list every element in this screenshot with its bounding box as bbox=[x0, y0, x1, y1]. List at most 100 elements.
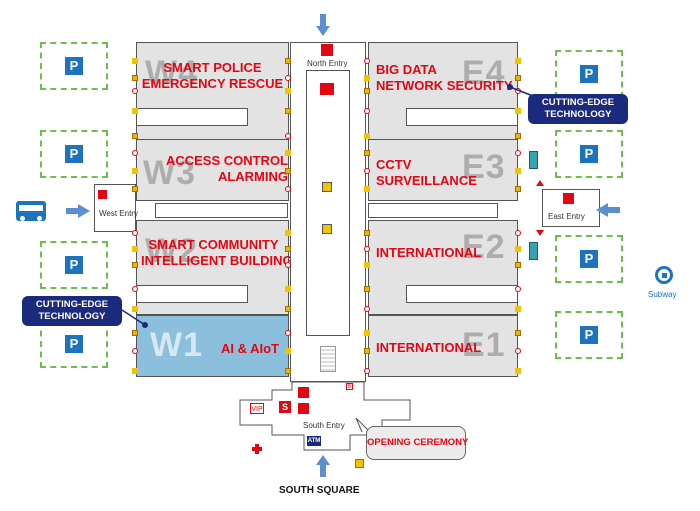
facility-marker-icon bbox=[364, 168, 370, 174]
facility-marker-icon bbox=[515, 262, 521, 268]
east-entry-label: East Entry bbox=[548, 212, 585, 221]
facility-marker-icon bbox=[364, 348, 370, 354]
parking-lot: P bbox=[40, 42, 108, 90]
facility-marker-icon bbox=[132, 330, 138, 336]
facility-marker-icon bbox=[364, 150, 370, 156]
facility-marker-icon bbox=[515, 75, 521, 81]
callout-pointer bbox=[121, 309, 148, 328]
parking-lot: P bbox=[40, 320, 108, 368]
vip-icon: VIP bbox=[250, 403, 264, 414]
subway-icon bbox=[655, 266, 673, 284]
facility-marker-icon bbox=[364, 75, 370, 81]
facility-marker-icon bbox=[132, 368, 138, 374]
facility-marker-icon bbox=[285, 330, 291, 336]
facility-marker-icon bbox=[132, 246, 138, 252]
facility-marker-icon bbox=[132, 108, 138, 114]
parking-lot: P bbox=[555, 130, 623, 178]
facility-marker-icon bbox=[515, 230, 521, 236]
parking-icon: P bbox=[65, 145, 83, 163]
arrow-icon bbox=[316, 455, 330, 477]
hall-w1-name: W1 bbox=[150, 326, 203, 364]
hall-w1 bbox=[136, 315, 289, 377]
triangle-marker-icon bbox=[536, 180, 544, 186]
facility-marker-icon bbox=[285, 150, 291, 156]
west-entry-label: West Entry bbox=[99, 209, 138, 218]
facility-marker-icon bbox=[364, 306, 370, 312]
facility-marker-icon bbox=[285, 246, 291, 252]
facility-marker-icon bbox=[132, 306, 138, 312]
hall-e1-label: INTERNATIONAL bbox=[376, 340, 482, 355]
parking-lot: P bbox=[555, 235, 623, 283]
hall-e1 bbox=[368, 315, 518, 377]
arrow-icon bbox=[596, 203, 620, 217]
facility-marker-icon bbox=[515, 58, 521, 64]
facility-marker-icon bbox=[364, 330, 370, 336]
facility-marker-icon bbox=[132, 88, 138, 94]
facility-marker-icon bbox=[515, 330, 521, 336]
facility-marker-icon bbox=[132, 75, 138, 81]
facility-marker-icon bbox=[132, 348, 138, 354]
hall-cutout bbox=[136, 108, 248, 126]
parking-icon: P bbox=[580, 326, 598, 344]
entry-marker-icon bbox=[97, 189, 108, 200]
facility-marker-icon bbox=[364, 58, 370, 64]
first-aid-icon bbox=[252, 444, 262, 454]
hall-e4-name: E4 bbox=[462, 54, 506, 92]
facility-marker-icon bbox=[285, 58, 291, 64]
hall-e3-name: E3 bbox=[462, 148, 506, 186]
hall-e3 bbox=[368, 139, 518, 201]
facility-marker-icon bbox=[285, 230, 291, 236]
facility-marker-icon bbox=[285, 168, 291, 174]
facility-marker-icon bbox=[515, 246, 521, 252]
facility-marker-icon bbox=[285, 133, 291, 139]
info-icon bbox=[322, 224, 332, 234]
entry-marker-icon bbox=[298, 403, 309, 414]
facility-marker-icon bbox=[132, 286, 138, 292]
facility-marker-icon bbox=[364, 133, 370, 139]
atm-icon: ATM bbox=[307, 436, 321, 446]
facility-marker-icon bbox=[515, 108, 521, 114]
facility-marker-icon bbox=[515, 168, 521, 174]
entry-marker-icon bbox=[321, 44, 333, 56]
west-corridor bbox=[155, 203, 288, 218]
facility-marker-icon bbox=[285, 368, 291, 374]
parking-icon: P bbox=[580, 145, 598, 163]
parking-lot: P bbox=[555, 311, 623, 359]
luggage-icon bbox=[355, 459, 364, 468]
facility-marker-icon bbox=[132, 186, 138, 192]
facility-marker-icon bbox=[515, 348, 521, 354]
bus-icon bbox=[16, 201, 46, 221]
facility-marker-icon bbox=[285, 306, 291, 312]
parking-icon: P bbox=[65, 335, 83, 353]
facility-marker-icon bbox=[364, 262, 370, 268]
south-entry-label: South Entry bbox=[303, 421, 345, 430]
facility-marker-icon bbox=[364, 286, 370, 292]
facility-marker-icon bbox=[364, 108, 370, 114]
parking-icon: P bbox=[580, 65, 598, 83]
hall-e1-name: E1 bbox=[462, 326, 506, 364]
flag-icon bbox=[529, 151, 538, 169]
facility-marker-icon bbox=[364, 368, 370, 374]
facility-marker-icon bbox=[132, 58, 138, 64]
facility-marker-icon bbox=[515, 186, 521, 192]
hall-w4-name: W4 bbox=[145, 54, 198, 92]
facility-marker-icon bbox=[132, 262, 138, 268]
facility-marker-icon bbox=[515, 150, 521, 156]
facility-marker-icon bbox=[285, 88, 291, 94]
facility-marker-icon bbox=[285, 286, 291, 292]
hall-w3-name: W3 bbox=[143, 154, 196, 192]
triangle-marker-icon bbox=[536, 230, 544, 236]
hall-e4 bbox=[368, 42, 518, 144]
entry-marker-icon bbox=[298, 387, 309, 398]
hall-cutout bbox=[406, 108, 518, 126]
hall-e2-name: E2 bbox=[462, 228, 506, 266]
facility-marker-icon bbox=[515, 306, 521, 312]
facility-marker-icon bbox=[132, 150, 138, 156]
hall-w2-name: W2 bbox=[145, 232, 198, 270]
central-walkway-bottom bbox=[320, 346, 336, 372]
info-icon bbox=[322, 182, 332, 192]
parking-icon: P bbox=[65, 57, 83, 75]
south-square-label: SOUTH SQUARE bbox=[279, 485, 360, 496]
central-walkway bbox=[306, 70, 350, 336]
